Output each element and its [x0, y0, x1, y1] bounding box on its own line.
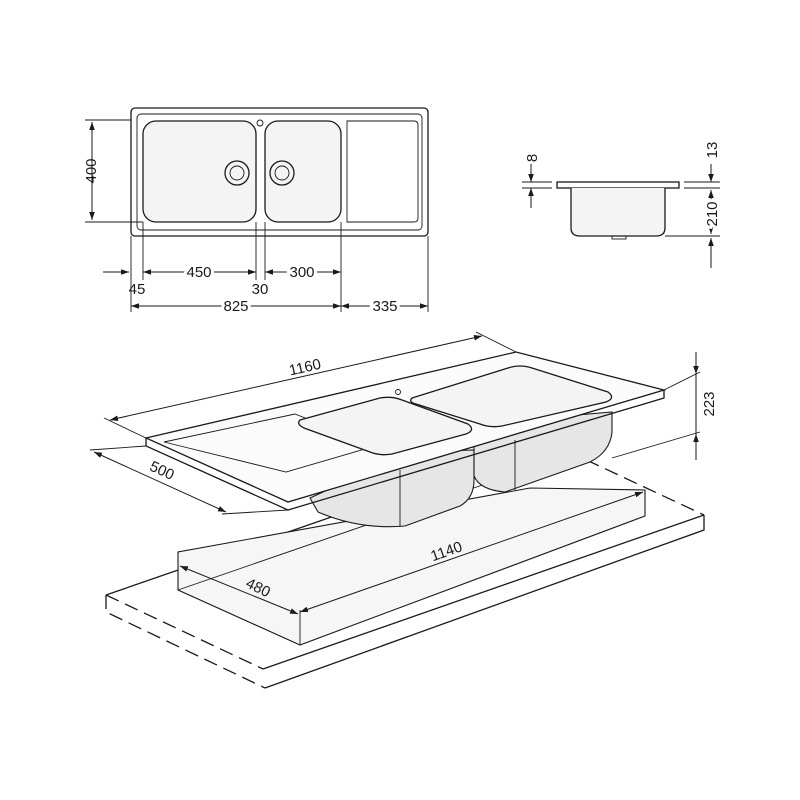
top-view-bowl-2: [264, 120, 342, 223]
top-view-waste-1-inner: [229, 165, 245, 181]
dim-label-rim-thickness: 8: [524, 154, 541, 162]
top-view-drainer: [346, 120, 419, 223]
dim-label-depth: 400: [83, 158, 100, 183]
dim-label-drainer: 335: [372, 298, 397, 315]
dim-label-overall-length: 1160: [287, 356, 322, 380]
top-view-waste-2-inner: [274, 165, 290, 181]
dim-label-bowl-depth: 210: [704, 201, 721, 226]
dim-label-overall-depth: 500: [147, 458, 177, 484]
side-view-rim: [556, 181, 680, 189]
top-view-tap-hole: [256, 119, 264, 127]
dim-label-divider: 30: [252, 281, 269, 298]
top-view-outer-rim: [130, 107, 429, 237]
top-view-waste-1: [224, 160, 250, 186]
dim-label-overall-height: 223: [701, 391, 718, 416]
top-view: 400 450 300 45 30 825 335: [83, 107, 429, 318]
dim-label-bowl-1: 450: [186, 264, 211, 281]
dim-label-bowl-2: 300: [289, 264, 314, 281]
top-view-inner-rim: [136, 113, 423, 231]
countertop-front: [264, 515, 705, 689]
dim-line-cutout-length: [299, 491, 644, 613]
countertop-dashed: [105, 595, 266, 689]
dim-label-left-margin: 45: [129, 281, 146, 298]
dim-line-overall-depth: [93, 451, 227, 513]
side-view: 8 13 210: [522, 142, 724, 268]
perspective-view: 1160 500 223 1140 480: [89, 331, 718, 689]
top-view-bowl-1: [142, 120, 257, 223]
dim-line-overall-length: [109, 335, 483, 421]
side-view-waste: [611, 235, 627, 240]
top-view-waste-2: [269, 160, 295, 186]
dim-label-rim-height: 13: [704, 142, 721, 159]
dim-line-cutout-depth: [179, 565, 299, 615]
dim-label-bowls-total: 825: [223, 298, 248, 315]
side-view-bowl: [570, 188, 666, 237]
